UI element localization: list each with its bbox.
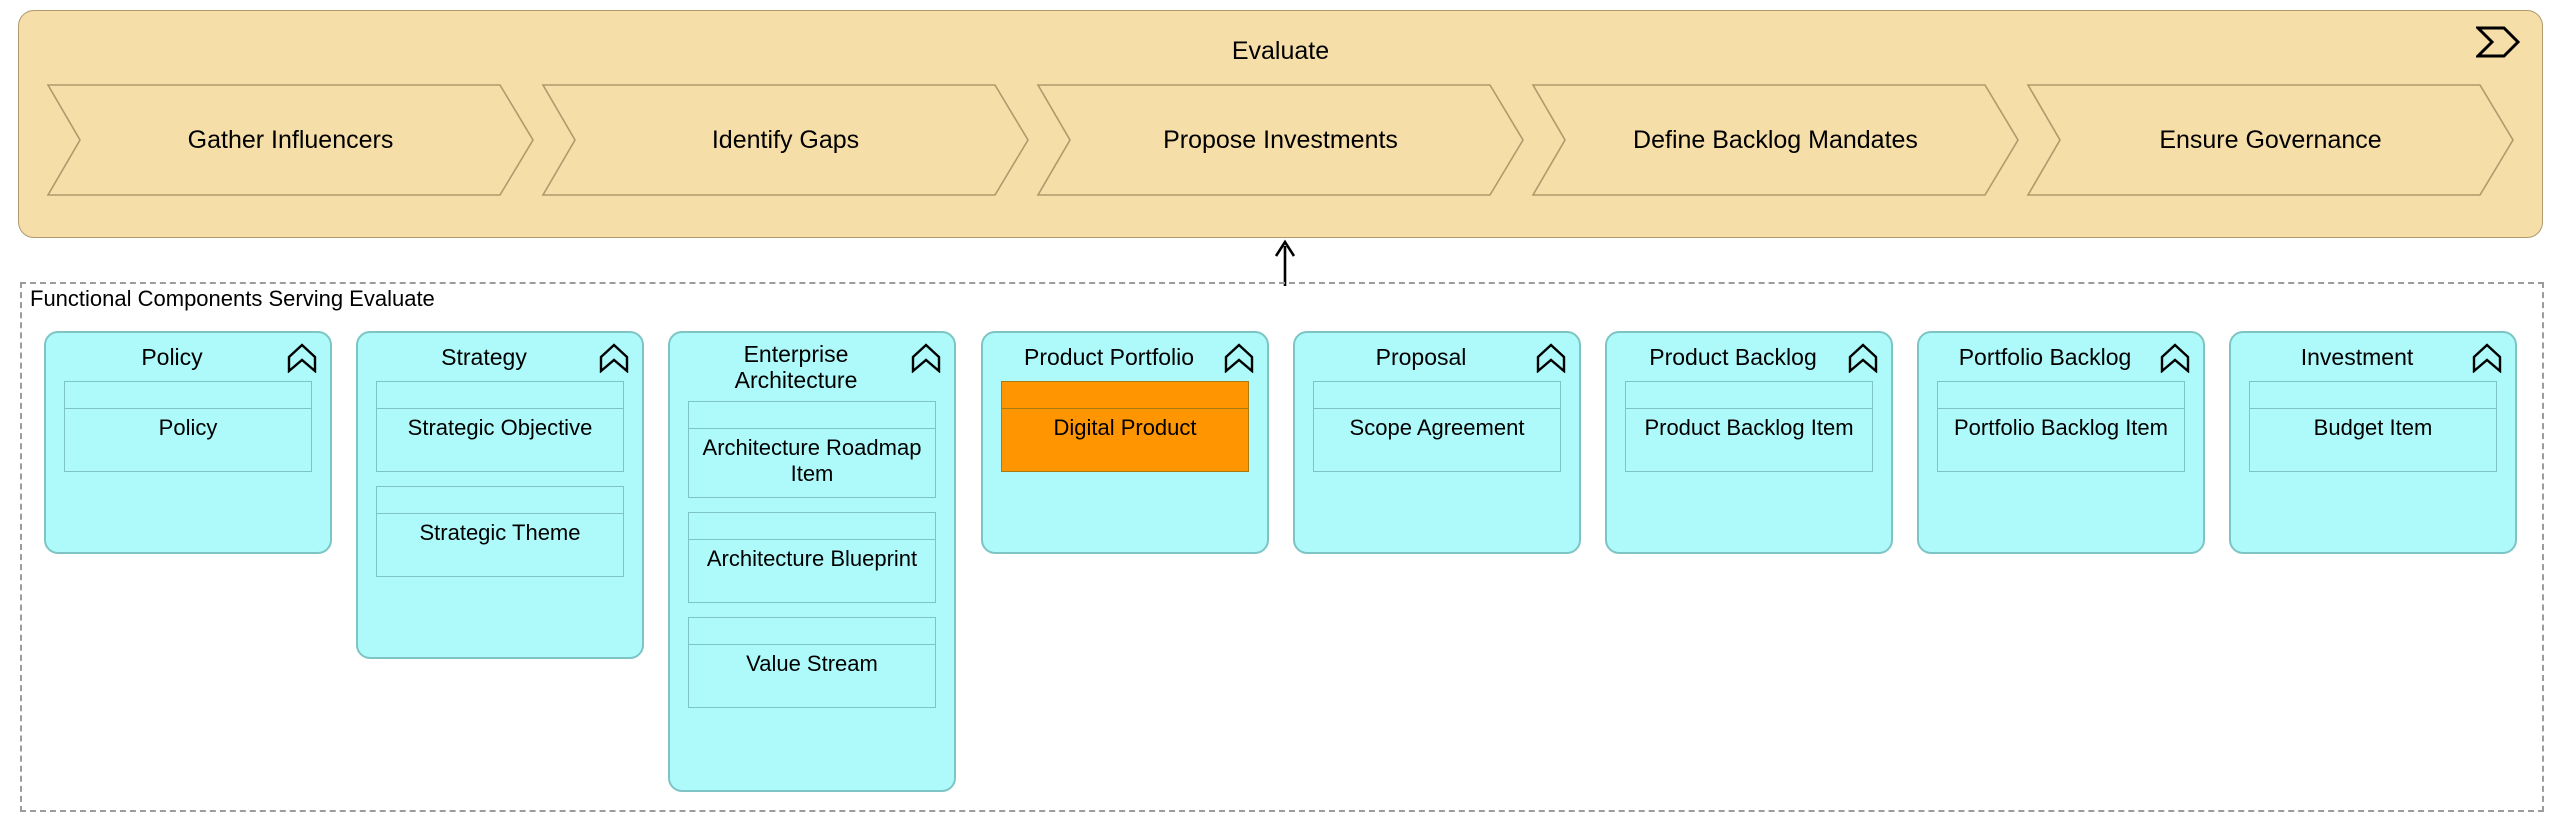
component-item-strip <box>377 382 623 409</box>
component-item-strip <box>65 382 311 409</box>
capability-chevron-icon <box>286 343 318 374</box>
component-item[interactable]: Product Backlog Item <box>1625 381 1873 472</box>
process-step-shape <box>542 84 1029 196</box>
component-item-strip <box>1002 382 1248 409</box>
component-item-label: Product Backlog Item <box>1644 415 1854 440</box>
business-process-chevron-icon <box>2474 25 2521 59</box>
process-step-shape <box>1037 84 1524 196</box>
card-title: Policy <box>141 344 203 370</box>
card-title: Enterprise Architecture <box>734 341 858 393</box>
banner-title: Evaluate <box>1231 37 1330 65</box>
component-item-label: Value Stream <box>746 651 878 676</box>
component-item[interactable]: Policy <box>64 381 312 472</box>
component-item[interactable]: Strategic Objective <box>376 381 624 472</box>
component-item-label: Policy <box>158 415 218 440</box>
card-body: Scope Agreement <box>1295 381 1579 488</box>
card-title: Product Portfolio <box>1023 344 1195 370</box>
component-item-label: Portfolio Backlog Item <box>1954 415 2168 440</box>
up-arrow-icon <box>1272 238 1298 286</box>
card-title: Product Backlog <box>1649 344 1817 370</box>
capability-chevron-icon <box>1223 343 1255 374</box>
process-step-shape <box>1532 84 2019 196</box>
card-header: Portfolio Backlog <box>1919 333 2203 381</box>
capability-chevron-icon <box>598 343 630 374</box>
component-item-label: Scope Agreement <box>1349 415 1525 440</box>
evaluate-process-banner[interactable]: Evaluate Gather Influencers Identify Gaps… <box>18 10 2543 238</box>
component-item[interactable]: Scope Agreement <box>1313 381 1561 472</box>
group-label: Functional Components Serving Evaluate <box>26 286 441 312</box>
component-item-label: Architecture Blueprint <box>706 546 918 571</box>
component-item[interactable]: Architecture Roadmap Item <box>688 401 936 498</box>
card-title: Strategy <box>441 344 527 370</box>
process-step-2[interactable]: Identify Gaps <box>542 84 1029 196</box>
process-step-label: Define Backlog Mandates <box>1633 126 1918 154</box>
component-item-strip <box>1938 382 2184 409</box>
component-item-strip <box>1314 382 1560 409</box>
process-step-shape <box>47 84 534 196</box>
card-body: Budget Item <box>2231 381 2515 488</box>
component-item-strip <box>689 513 935 540</box>
card-header: Policy <box>46 333 330 381</box>
functional-components-group <box>20 282 2544 812</box>
card-title: Investment <box>2300 344 2414 370</box>
process-step-4[interactable]: Define Backlog Mandates <box>1532 84 2019 196</box>
process-step-1[interactable]: Gather Influencers <box>47 84 534 196</box>
process-step-label: Gather Influencers <box>187 126 394 154</box>
card-title: Proposal <box>1375 344 1467 370</box>
process-step-label: Propose Investments <box>1163 126 1398 154</box>
component-item[interactable]: Architecture Blueprint <box>688 512 936 603</box>
component-item-label: Strategic Objective <box>407 415 593 440</box>
component-item-strip <box>689 402 935 429</box>
component-item[interactable]: Value Stream <box>688 617 936 708</box>
card-body: Product Backlog Item <box>1607 381 1891 488</box>
card-title: Portfolio Backlog <box>1958 344 2132 370</box>
process-step-shape <box>2027 84 2514 196</box>
component-item-label: Budget Item <box>2313 415 2433 440</box>
component-item-strip <box>2250 382 2496 409</box>
component-item-strip <box>689 618 935 645</box>
card-header: Product Backlog <box>1607 333 1891 381</box>
component-item-label: Strategic Theme <box>419 520 581 545</box>
card-body: Digital Product <box>983 381 1267 488</box>
capability-chevron-icon <box>2471 343 2503 374</box>
component-item[interactable]: Budget Item <box>2249 381 2497 472</box>
component-item-label: Digital Product <box>1053 415 1197 440</box>
card-header: Product Portfolio <box>983 333 1267 381</box>
capability-chevron-icon <box>2159 343 2191 374</box>
capability-chevron-icon <box>1847 343 1879 374</box>
component-item[interactable]: Portfolio Backlog Item <box>1937 381 2185 472</box>
component-item-strip <box>1626 382 1872 409</box>
process-step-strip: Gather Influencers Identify Gaps Propose I… <box>47 84 2515 196</box>
card-header: Strategy <box>358 333 642 381</box>
process-step-5[interactable]: Ensure Governance <box>2027 84 2514 196</box>
component-item-strip <box>377 487 623 514</box>
component-item-label: Architecture Roadmap Item <box>702 435 922 486</box>
process-step-label: Identify Gaps <box>711 126 860 154</box>
card-body: Policy <box>46 381 330 488</box>
component-item[interactable]: Strategic Theme <box>376 486 624 577</box>
component-item-highlighted[interactable]: Digital Product <box>1001 381 1249 472</box>
capability-chevron-icon <box>1535 343 1567 374</box>
process-step-label: Ensure Governance <box>2159 126 2382 154</box>
card-body: Portfolio Backlog Item <box>1919 381 2203 488</box>
capability-chevron-icon <box>910 343 942 374</box>
process-step-3[interactable]: Propose Investments <box>1037 84 1524 196</box>
card-header: Investment <box>2231 333 2515 381</box>
card-header: Proposal <box>1295 333 1579 381</box>
card-header: Enterprise Architecture <box>670 333 954 401</box>
